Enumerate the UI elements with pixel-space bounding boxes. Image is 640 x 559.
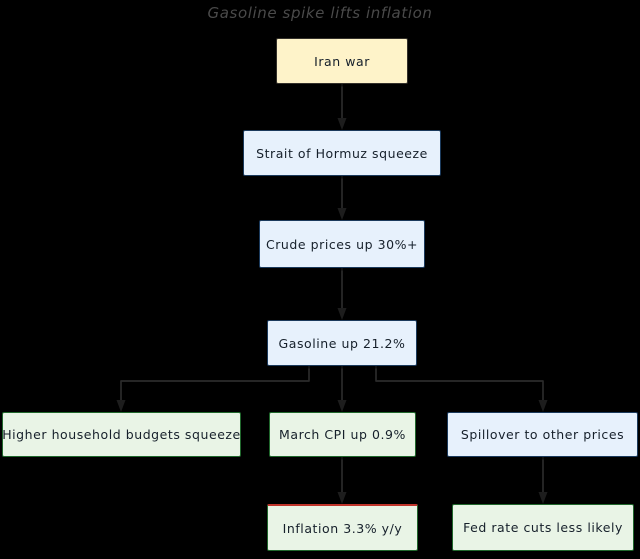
node-crude-prices[interactable]: Crude prices up 30%+ (259, 220, 425, 268)
edge-gasoline-to-spillover (375, 365, 548, 412)
node-strait-of-hormuz-squeeze[interactable]: Strait of Hormuz squeeze (243, 130, 441, 176)
node-spillover-to-other-prices[interactable]: Spillover to other prices (447, 412, 638, 457)
diagram-title: Gasoline spike lifts inflation (207, 4, 433, 22)
node-march-cpi[interactable]: March CPI up 0.9% (269, 412, 416, 457)
node-higher-household-budgets-squeeze[interactable]: Higher household budgets squeeze (2, 412, 241, 457)
edge-iran-war-to-hormuz (337, 83, 347, 130)
edge-gasoline-to-household (116, 365, 310, 412)
edge-crude-to-gasoline (337, 267, 347, 320)
node-gasoline-up[interactable]: Gasoline up 21.2% (267, 320, 417, 366)
node-inflation-yoy[interactable]: Inflation 3.3% y/y (267, 504, 418, 551)
edge-cpi-to-inflation (337, 456, 347, 504)
node-iran-war[interactable]: Iran war (276, 38, 408, 84)
edge-hormuz-to-crude (337, 175, 347, 220)
edge-gasoline-to-cpi (337, 365, 347, 412)
edge-spillover-to-fed (538, 456, 548, 504)
node-fed-rate-cuts-less-likely[interactable]: Fed rate cuts less likely (452, 504, 634, 551)
